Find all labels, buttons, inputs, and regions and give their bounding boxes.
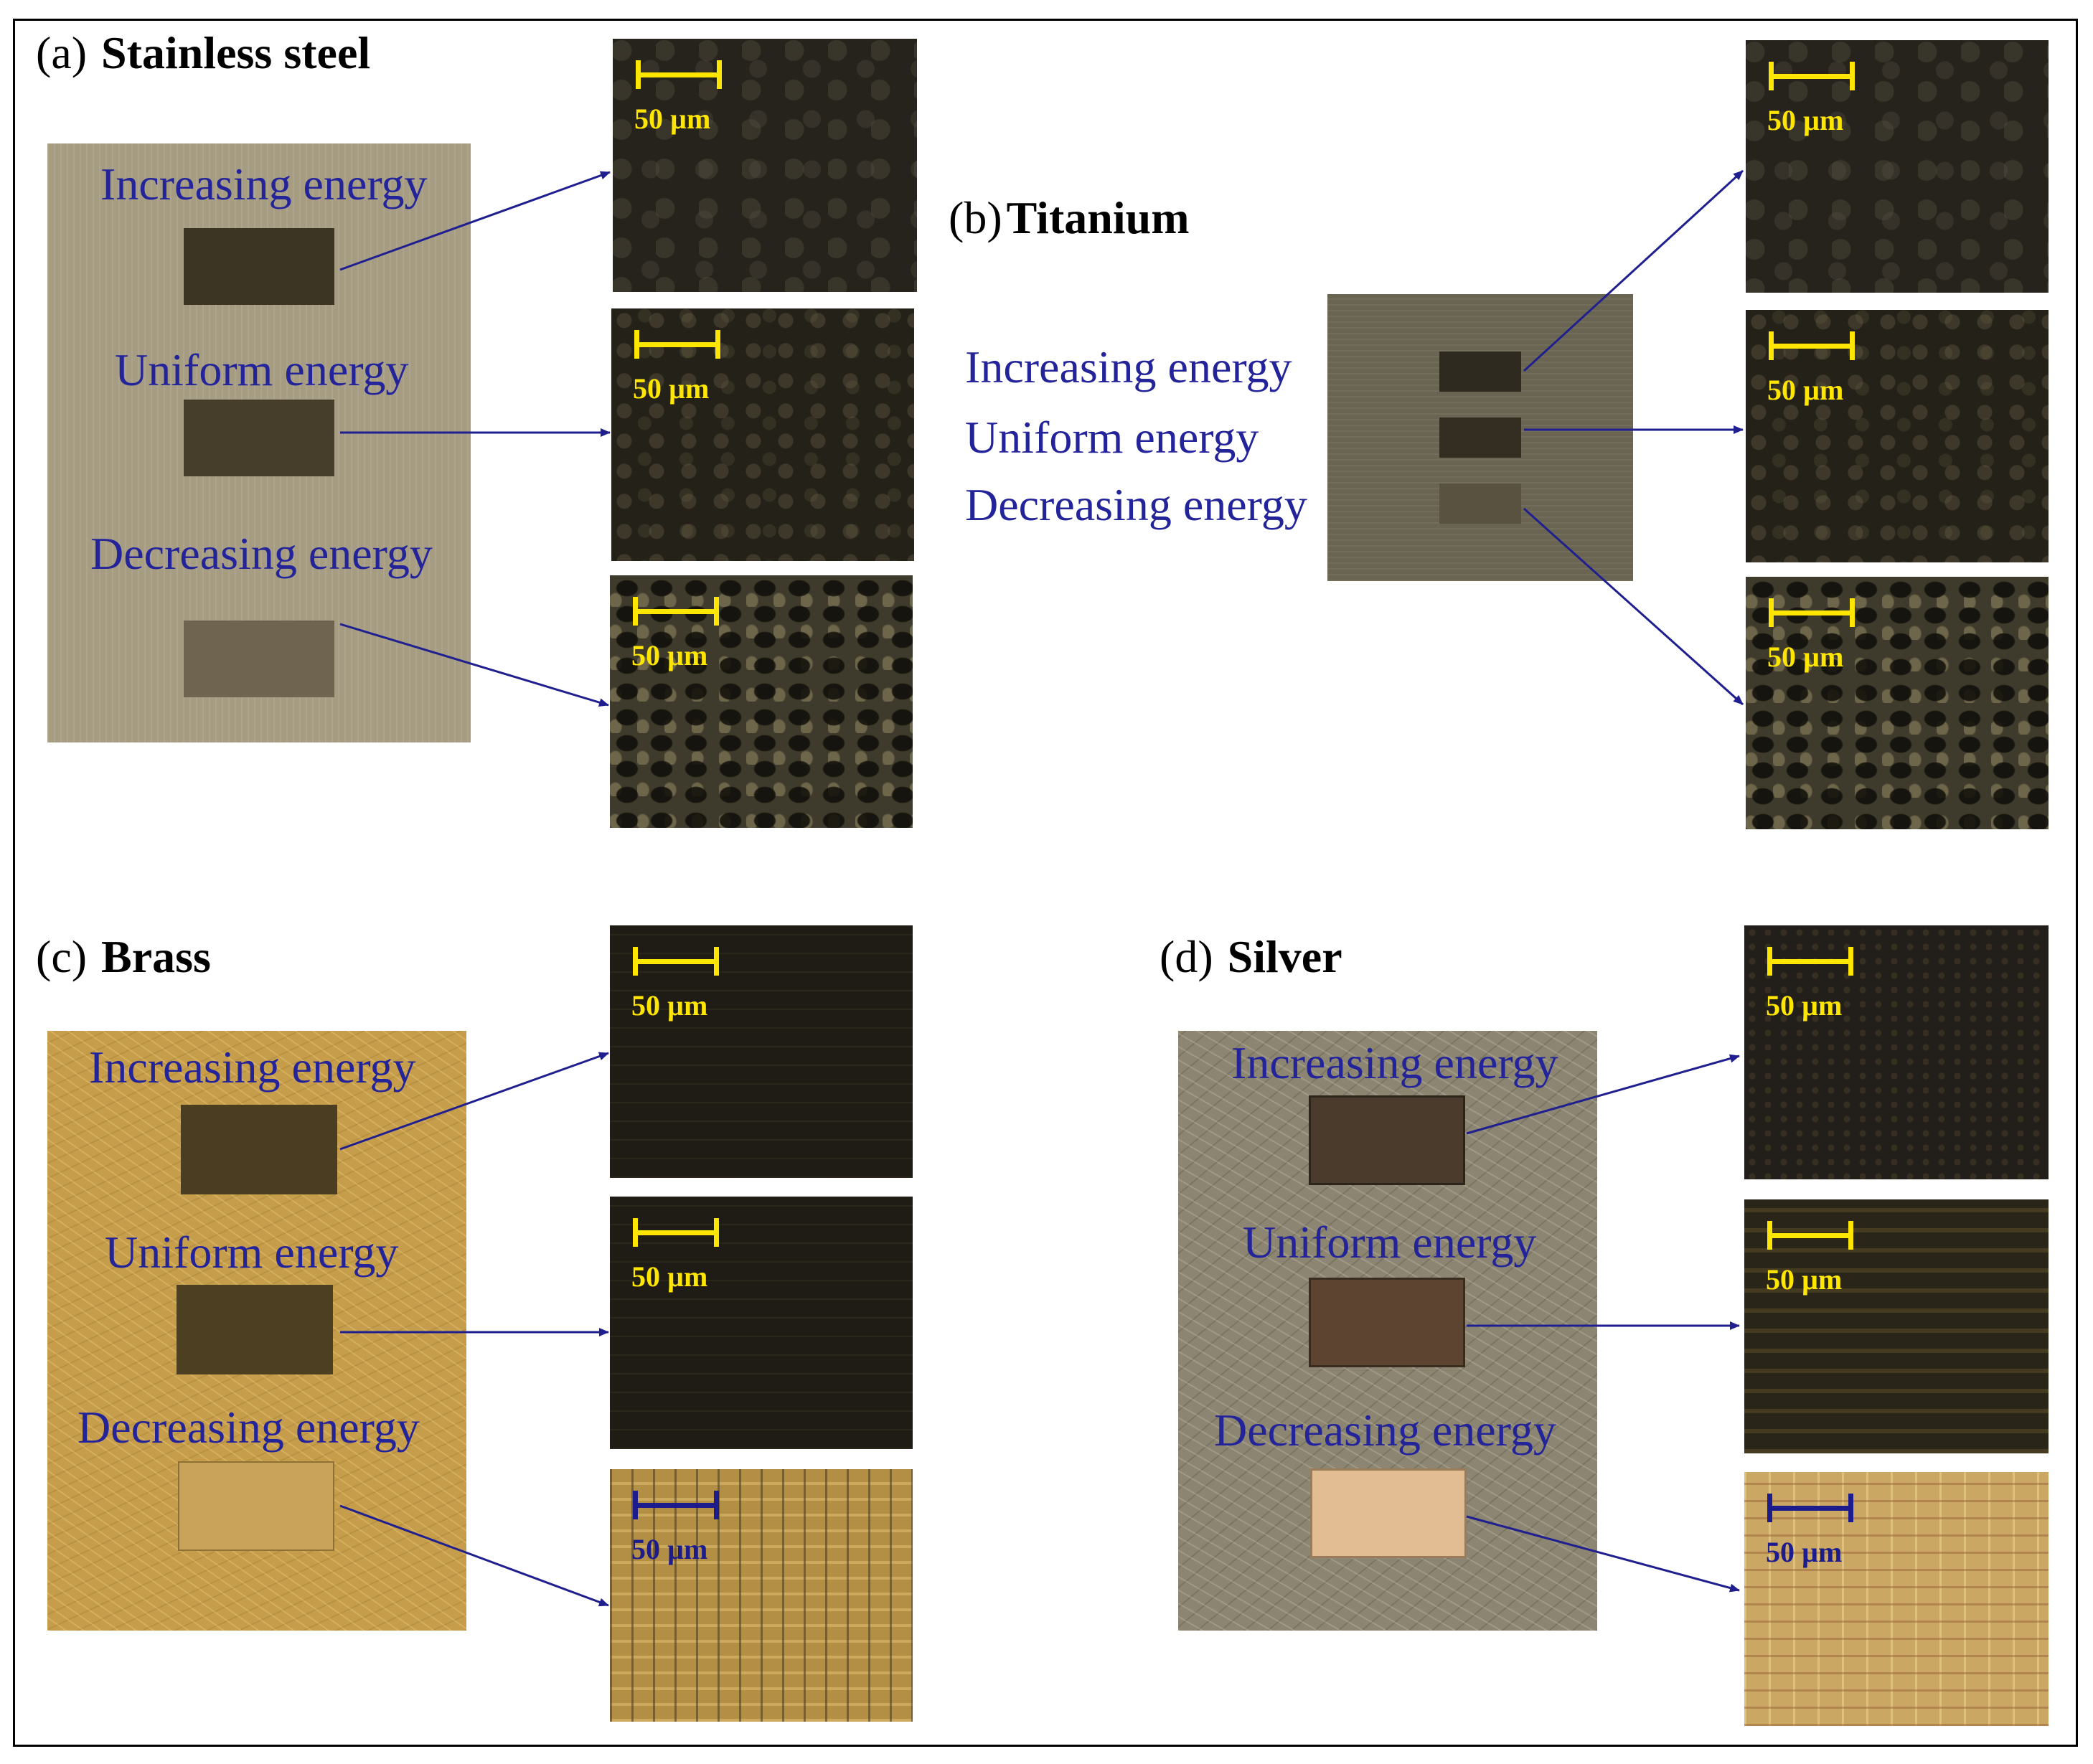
scale-bar: [633, 947, 719, 976]
panel-a-material: Stainless steel: [101, 27, 371, 78]
scale-bar-label: 50 µm: [1766, 1536, 1843, 1568]
scale-bar: [1769, 62, 1855, 90]
panel-b-material: Titanium: [1006, 192, 1190, 243]
panel-b-label-uniform: Uniform energy: [965, 412, 1259, 463]
panel-c-label-decreasing: Decreasing energy: [77, 1402, 420, 1453]
scale-bar: [634, 330, 720, 359]
panel-d-sample-photo: [1178, 1031, 1597, 1631]
panel-d-micrograph-uniform: 50 µm: [1744, 1199, 2049, 1453]
panel-a-letter: (a): [36, 27, 88, 78]
scale-bar-label: 50 µm: [631, 1260, 708, 1293]
scale-bar-label: 50 µm: [1767, 641, 1844, 673]
panel-a-label-decreasing: Decreasing energy: [90, 528, 433, 579]
panel-b-patch-decreasing: [1439, 484, 1521, 524]
scale-bar-label: 50 µm: [1767, 104, 1844, 136]
scale-bar: [633, 1218, 719, 1247]
panel-a-label-uniform: Uniform energy: [115, 344, 409, 395]
panel-b-micrograph-decreasing: 50 µm: [1746, 577, 2049, 829]
panel-c-patch-decreasing: [178, 1461, 334, 1551]
scale-bar: [633, 1491, 719, 1519]
scale-bar: [1769, 331, 1855, 360]
panel-d-label-decreasing: Decreasing energy: [1214, 1405, 1556, 1456]
panel-c-patch-increasing: [181, 1105, 337, 1194]
panel-b-sample-photo: [1327, 294, 1633, 581]
panel-b-label-increasing: Increasing energy: [965, 341, 1292, 392]
scale-bar: [1767, 1494, 1853, 1522]
panel-a-micrograph-uniform: 50 µm: [611, 308, 914, 561]
panel-c-micrograph-uniform: 50 µm: [610, 1197, 913, 1449]
scale-bar-label: 50 µm: [631, 1533, 708, 1565]
panel-b-title: (b)Titanium: [949, 195, 1190, 241]
panel-d-micrograph-decreasing: 50 µm: [1744, 1472, 2049, 1726]
panel-d-material: Silver: [1227, 931, 1342, 982]
arrow-d-decreasing: [1466, 1515, 1740, 1593]
panel-c-micrograph-increasing: 50 µm: [610, 925, 913, 1178]
scale-bar: [636, 60, 722, 89]
panel-b-patch-increasing: [1439, 352, 1521, 392]
panel-a-micrograph-decreasing: 50 µm: [610, 575, 913, 828]
panel-c-material: Brass: [101, 931, 211, 982]
panel-c-label-increasing: Increasing energy: [89, 1042, 416, 1093]
panel-d-title: (d) Silver: [1160, 934, 1342, 980]
panel-d-patch-increasing: [1309, 1095, 1465, 1185]
arrow-b-increasing: [1523, 169, 1744, 372]
arrow-d-increasing: [1466, 1054, 1740, 1135]
arrow-a-increasing: [339, 171, 611, 271]
panel-c-label-uniform: Uniform energy: [105, 1227, 399, 1278]
arrow-a-decreasing: [339, 623, 609, 707]
panel-b-label-decreasing: Decreasing energy: [965, 479, 1307, 530]
scale-bar-label: 50 µm: [634, 103, 711, 135]
arrow-b-decreasing: [1523, 507, 1744, 706]
panel-a-patch-increasing: [184, 228, 334, 305]
panel-b-letter: (b): [949, 192, 1002, 243]
panel-b-micrograph-increasing: 50 µm: [1746, 40, 2049, 293]
panel-c-sample-photo: [47, 1031, 466, 1631]
scale-bar-label: 50 µm: [1766, 1263, 1843, 1296]
panel-c-patch-uniform: [177, 1285, 333, 1374]
panel-a-micrograph-increasing: 50 µm: [613, 39, 917, 292]
scale-bar-label: 50 µm: [631, 989, 708, 1022]
panel-d-patch-decreasing: [1310, 1468, 1467, 1558]
panel-b-patch-uniform: [1439, 418, 1521, 458]
panel-c-letter: (c): [36, 931, 88, 982]
panel-d-patch-uniform: [1309, 1278, 1465, 1367]
arrow-c-increasing: [339, 1052, 609, 1151]
scale-bar-label: 50 µm: [631, 639, 708, 671]
scale-bar: [1767, 947, 1853, 976]
scale-bar: [1769, 598, 1855, 627]
scale-bar: [1767, 1221, 1853, 1250]
scale-bar-label: 50 µm: [633, 372, 710, 405]
panel-a-label-increasing: Increasing energy: [100, 159, 428, 209]
panel-a-patch-decreasing: [184, 621, 334, 697]
scale-bar-label: 50 µm: [1767, 374, 1844, 406]
scale-bar-label: 50 µm: [1766, 989, 1843, 1022]
panel-a-patch-uniform: [184, 400, 334, 476]
panel-d-label-increasing: Increasing energy: [1231, 1037, 1558, 1088]
panel-a-title: (a) Stainless steel: [36, 30, 370, 76]
panel-b-micrograph-uniform: 50 µm: [1746, 310, 2049, 562]
panel-d-micrograph-increasing: 50 µm: [1744, 925, 2049, 1179]
panel-c-micrograph-decreasing: 50 µm: [610, 1469, 913, 1722]
panel-d-label-uniform: Uniform energy: [1243, 1217, 1537, 1268]
scale-bar: [633, 597, 719, 626]
panel-c-title: (c) Brass: [36, 934, 211, 980]
arrow-c-decreasing: [339, 1504, 609, 1607]
panel-d-letter: (d): [1160, 931, 1213, 982]
